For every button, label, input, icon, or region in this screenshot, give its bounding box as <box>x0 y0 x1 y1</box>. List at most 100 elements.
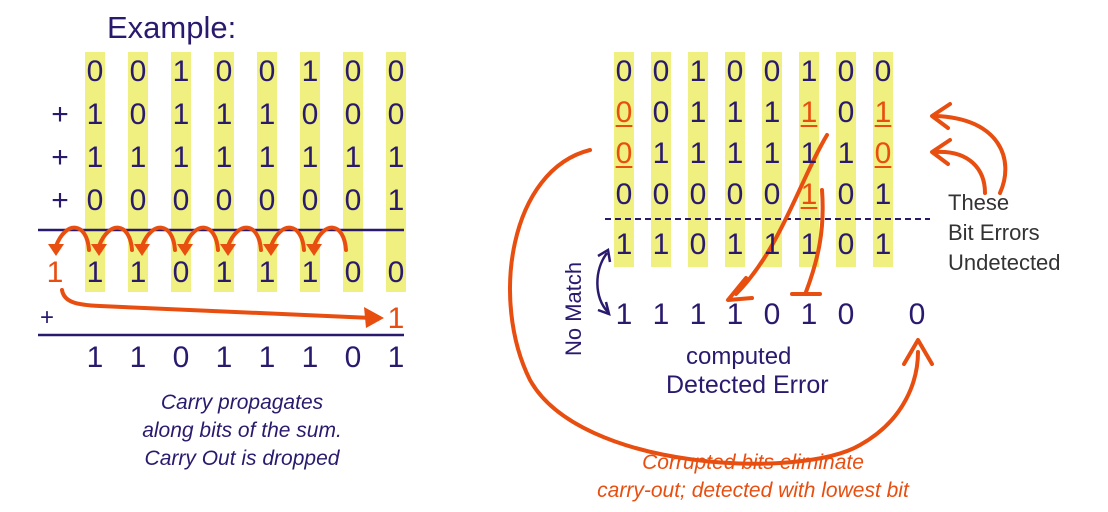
caption-line: Carry Out is dropped <box>144 447 340 470</box>
computed-bit: 1 <box>800 298 818 331</box>
error-carry-arrowhead <box>726 276 754 302</box>
partial-sum-bit: 1 <box>86 256 104 289</box>
bit: 0 <box>301 98 319 131</box>
bit: 0 <box>615 178 633 211</box>
result-bit: 1 <box>215 341 233 374</box>
bit: 0 <box>689 178 707 211</box>
bit: 0 <box>837 96 855 129</box>
partial-sum-bit: 0 <box>387 256 405 289</box>
result-bit: 1 <box>86 341 104 374</box>
bit: 1 <box>215 98 233 131</box>
bit: 1 <box>258 98 276 131</box>
bit: 0 <box>86 55 104 88</box>
carry-arrowhead <box>263 244 279 256</box>
bit: 1 <box>258 141 276 174</box>
undetected-arrowhead-bottom <box>930 138 952 166</box>
bit: 1 <box>763 137 781 170</box>
carry-loop <box>140 225 177 252</box>
checksum-bit: 0 <box>837 228 855 261</box>
computed-bit: 0 <box>763 298 781 331</box>
partial-sum-bit: 1 <box>215 256 233 289</box>
computed-bit: 1 <box>652 298 670 331</box>
bit: 0 <box>874 55 892 88</box>
bit: 1 <box>387 141 405 174</box>
error-bit: 0 <box>874 137 892 170</box>
computed-bit: 0 <box>837 298 855 331</box>
left-column-highlight <box>214 52 234 292</box>
no-match-arrow <box>596 252 609 313</box>
bit: 0 <box>86 184 104 217</box>
bit: 1 <box>172 98 190 131</box>
error-bit: 0 <box>615 137 633 170</box>
checksum-bit: 1 <box>763 228 781 261</box>
note-line: Bit Errors <box>948 220 1040 245</box>
carry-arrowhead <box>306 244 322 256</box>
detected-error-label: Detected Error <box>666 371 829 399</box>
carry-loop <box>54 225 91 252</box>
checksum-bit: 1 <box>615 228 633 261</box>
error-carry-arrow <box>734 133 829 296</box>
bit: 1 <box>800 137 818 170</box>
detection-loop-arrowhead <box>902 338 934 366</box>
carry-arrowheads <box>48 244 322 256</box>
example-title: Example: <box>107 10 237 45</box>
result-bit: 1 <box>129 341 147 374</box>
left-column-highlight <box>343 52 363 292</box>
bit: 0 <box>726 178 744 211</box>
left-column-highlight <box>85 52 105 292</box>
result-bit: 1 <box>258 341 276 374</box>
right-column-highlight <box>873 52 893 267</box>
carry-loops <box>54 225 348 252</box>
bit: 1 <box>837 137 855 170</box>
bit: 0 <box>129 55 147 88</box>
bit: 1 <box>172 55 190 88</box>
result-bit: 0 <box>172 341 190 374</box>
carry-loop <box>183 225 220 252</box>
plus-operator: + <box>51 184 69 217</box>
bit: 0 <box>301 184 319 217</box>
bit: 1 <box>726 137 744 170</box>
error-bit: 1 <box>874 96 892 129</box>
no-match-arrowhead-bottom <box>597 301 611 316</box>
carry-arrowhead <box>220 244 236 256</box>
partial-sum-bit: 0 <box>344 256 362 289</box>
error-drop-arrow <box>804 188 825 294</box>
left-column-highlight <box>386 52 406 292</box>
bit: 1 <box>800 55 818 88</box>
left-column-highlight <box>128 52 148 292</box>
carry-add-bit: 1 <box>387 302 405 335</box>
note-line: Undetected <box>948 250 1061 275</box>
bit: 1 <box>689 55 707 88</box>
bit: 0 <box>652 96 670 129</box>
right-column-highlight <box>725 52 745 267</box>
computed-label: computed <box>686 343 792 370</box>
partial-sum-bit: 1 <box>301 256 319 289</box>
right-column-highlight <box>688 52 708 267</box>
bit: 0 <box>344 98 362 131</box>
bit: 1 <box>301 55 319 88</box>
bit: 0 <box>387 98 405 131</box>
bit: 0 <box>387 55 405 88</box>
bit: 0 <box>763 178 781 211</box>
left-highlight-columns <box>85 52 406 292</box>
carry-loop <box>97 225 134 252</box>
no-match-label: No Match <box>561 261 586 356</box>
bit: 1 <box>129 141 147 174</box>
bit: 1 <box>86 98 104 131</box>
computed-bit: 0 <box>908 298 926 331</box>
checksum-bit: 1 <box>726 228 744 261</box>
right-column-highlight <box>836 52 856 267</box>
checksum-bit: 1 <box>874 228 892 261</box>
checksum-bit: 1 <box>652 228 670 261</box>
carry-arrowhead <box>134 244 150 256</box>
bit: 1 <box>387 184 405 217</box>
bit: 0 <box>258 184 276 217</box>
bit: 1 <box>689 137 707 170</box>
error-bit: 1 <box>800 178 818 211</box>
result-bit: 0 <box>344 341 362 374</box>
caption-line: along bits of the sum. <box>142 419 342 442</box>
bit: 0 <box>652 178 670 211</box>
bit: 0 <box>129 98 147 131</box>
bit: 0 <box>344 55 362 88</box>
